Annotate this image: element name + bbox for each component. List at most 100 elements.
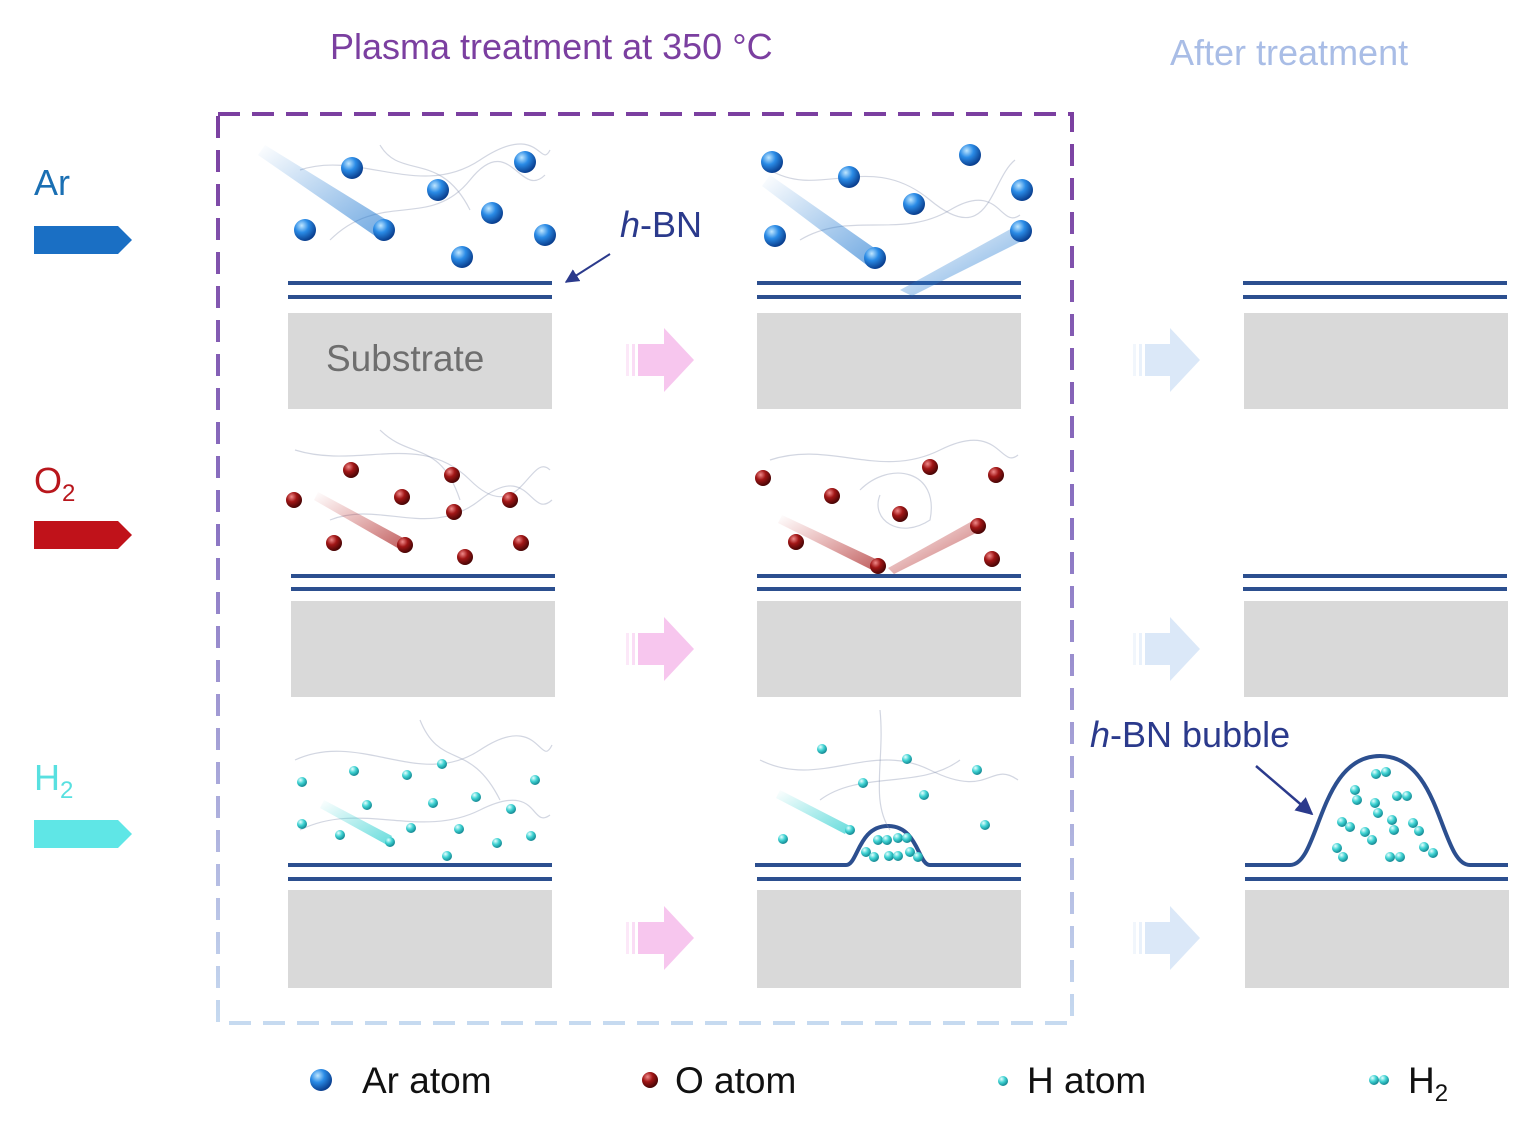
- h2-molecule: [861, 847, 879, 862]
- legend-o-atom: O atom: [675, 1060, 797, 1101]
- blue-process-arrow: [1133, 906, 1200, 970]
- plasma-wisp: [769, 159, 1016, 219]
- plasma-wisp: [329, 485, 553, 521]
- h2-legend-icon: [1369, 1075, 1389, 1085]
- hbn-pointer-arrow: [564, 253, 611, 283]
- gas-label-main: H: [34, 757, 60, 798]
- ar-atom: [294, 219, 316, 241]
- plasma-wisp: [759, 759, 1019, 783]
- ar-atom: [373, 219, 395, 241]
- ar-atom: [761, 151, 783, 173]
- o-atom: [984, 551, 1000, 567]
- h-atom: [428, 798, 438, 808]
- plasma-treatment-title: Plasma treatment at 350 °C: [330, 26, 773, 67]
- ar-atom: [1010, 220, 1032, 242]
- substrate-label: Substrate: [326, 338, 485, 379]
- o-atom: [502, 492, 518, 508]
- h-atom-legend-icon: [998, 1076, 1008, 1086]
- h-atoms: [297, 744, 990, 861]
- o-atom: [446, 504, 462, 520]
- ar-atom: [534, 224, 556, 246]
- h-atom: [526, 831, 536, 841]
- h-atom: [402, 770, 412, 780]
- h2-molecule: [1337, 817, 1355, 832]
- after-treatment-title: After treatment: [1170, 32, 1409, 73]
- h2-molecule: [1350, 785, 1362, 805]
- o-atom: [988, 467, 1004, 483]
- plasma-wisp: [859, 472, 932, 529]
- plasma-wisp: [294, 449, 551, 498]
- hbn-bubble-label: h-BN bubble: [1090, 714, 1290, 756]
- ar-atoms: [294, 144, 1033, 269]
- o-atom: [286, 492, 302, 508]
- h2-gas-arrow: [34, 820, 132, 848]
- ar-gas-arrow: [34, 226, 132, 254]
- ar-trail: [900, 226, 1024, 296]
- gas-label-o2: O2: [34, 460, 75, 508]
- gas-label-h2: H2: [34, 757, 73, 805]
- h-atom: [506, 804, 516, 814]
- h-atom: [437, 759, 447, 769]
- h-atom: [902, 754, 912, 764]
- o-atom: [457, 549, 473, 565]
- ar-atom: [427, 179, 449, 201]
- o-atom: [444, 467, 460, 483]
- ar-trail: [762, 175, 880, 266]
- h-atom: [297, 819, 307, 829]
- plasma-wisp: [379, 144, 471, 211]
- ar-atom: [514, 151, 536, 173]
- o-atom: [922, 459, 938, 475]
- legend-h-atom: H atom: [1027, 1060, 1147, 1101]
- h-atom: [406, 823, 416, 833]
- ar-atom: [764, 225, 786, 247]
- legend-icons: [310, 1069, 1389, 1091]
- o-atom: [343, 462, 359, 478]
- h-atom: [442, 851, 452, 861]
- o-atom: [870, 558, 886, 574]
- bubble-label-rest: -BN bubble: [1110, 714, 1291, 755]
- hbn-label-italic: h: [620, 204, 641, 245]
- ar-trail: [258, 145, 390, 238]
- o-atoms: [286, 459, 1004, 574]
- o-atom: [513, 535, 529, 551]
- h-atom: [980, 820, 990, 830]
- o-atom-legend-icon: [642, 1072, 658, 1088]
- substrate-block: [288, 890, 552, 988]
- h-atom: [492, 838, 502, 848]
- plasma-wisp: [419, 719, 501, 801]
- h-atom: [349, 766, 359, 776]
- bubble-pointer-arrow: [1255, 765, 1314, 816]
- o-atom: [394, 489, 410, 505]
- o-atom: [824, 488, 840, 504]
- substrate-block: [1244, 313, 1508, 409]
- substrate-block: [757, 601, 1021, 697]
- o-atom: [755, 470, 771, 486]
- h2-molecule: [893, 833, 912, 843]
- ar-atom: [481, 202, 503, 224]
- h2-molecule: [1371, 767, 1391, 779]
- hbn-label: h-BN: [620, 204, 702, 246]
- ar-atom: [903, 193, 925, 215]
- h2-molecule: [1408, 818, 1424, 836]
- h2-molecule: [1385, 852, 1405, 862]
- h-atom: [297, 777, 307, 787]
- ar-atom-legend-icon: [310, 1069, 332, 1091]
- hbn-label-rest: -BN: [640, 204, 703, 245]
- ar-atom: [1011, 179, 1033, 201]
- o-atom: [970, 518, 986, 534]
- o-atom: [326, 535, 342, 551]
- substrate-block: [1244, 601, 1508, 697]
- h-trail: [776, 790, 850, 834]
- h-trail: [320, 800, 392, 845]
- bubble-label-italic: h: [1090, 714, 1111, 755]
- plasma-wisps: [294, 143, 1021, 831]
- hbn-layer-large-bubble: [1245, 753, 1508, 867]
- pink-process-arrow: [626, 617, 694, 681]
- o-trail: [778, 515, 880, 571]
- substrate-block: [291, 601, 555, 697]
- o-trail: [888, 520, 980, 574]
- h-atom: [335, 830, 345, 840]
- h-atom: [385, 837, 395, 847]
- h-atom: [778, 834, 788, 844]
- gas-label-main: O: [34, 460, 63, 501]
